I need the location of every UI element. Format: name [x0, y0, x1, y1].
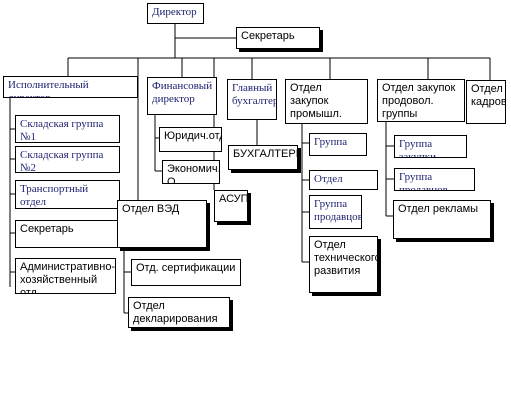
chief-accountant-box: Главный бухгалтер — [227, 79, 277, 120]
advertising-box: Отдел рекламы — [393, 200, 491, 239]
fin-director-box: Финансовый директор — [147, 77, 217, 115]
legal-dept-box: Юридич.отд. — [159, 127, 222, 152]
admin-dept-box: Административно- хозяйственный отд. — [15, 258, 116, 294]
warehouse-group-2-box: Складская группа №2 — [15, 146, 120, 173]
purchase-group-box: Группа закупки — [394, 135, 467, 158]
food-purchasing-box: Отдел закупок продовол. группы — [377, 79, 465, 122]
group-box: Группа — [309, 133, 367, 156]
accounting-box: БУХГАЛТЕРИЯ — [228, 145, 298, 170]
declaration-box: Отдел декларирования — [128, 297, 230, 328]
certification-box: Отд. сертификации — [131, 259, 241, 286]
secretary-exec-box: Секретарь — [15, 220, 118, 248]
tech-dev-box: Отдел технического развития — [309, 236, 378, 293]
industrial-purchasing-box: Отдел закупок промышл. группы — [285, 79, 368, 124]
exec-director-box: Исполнительный директор — [3, 76, 138, 98]
ved-dept-box: Отдел ВЭД — [117, 200, 207, 248]
secretary-top-box: Секретарь — [236, 27, 320, 49]
asup-box: АСУП — [214, 190, 248, 222]
warehouse-group-1-box: Складская группа №1 — [15, 115, 120, 143]
economic-dept-box: Экономич. О — [162, 160, 220, 184]
hr-dept-box: Отдел кадров — [466, 80, 506, 124]
director-box: Директор — [147, 3, 204, 24]
quality-dept-box: Отдел качества — [309, 170, 378, 190]
sales-group-2-box: Группа продавцов — [394, 168, 475, 191]
sales-group-box: Группа продавцов — [309, 195, 362, 229]
transport-dept-box: Транспортный отдел — [15, 180, 120, 209]
